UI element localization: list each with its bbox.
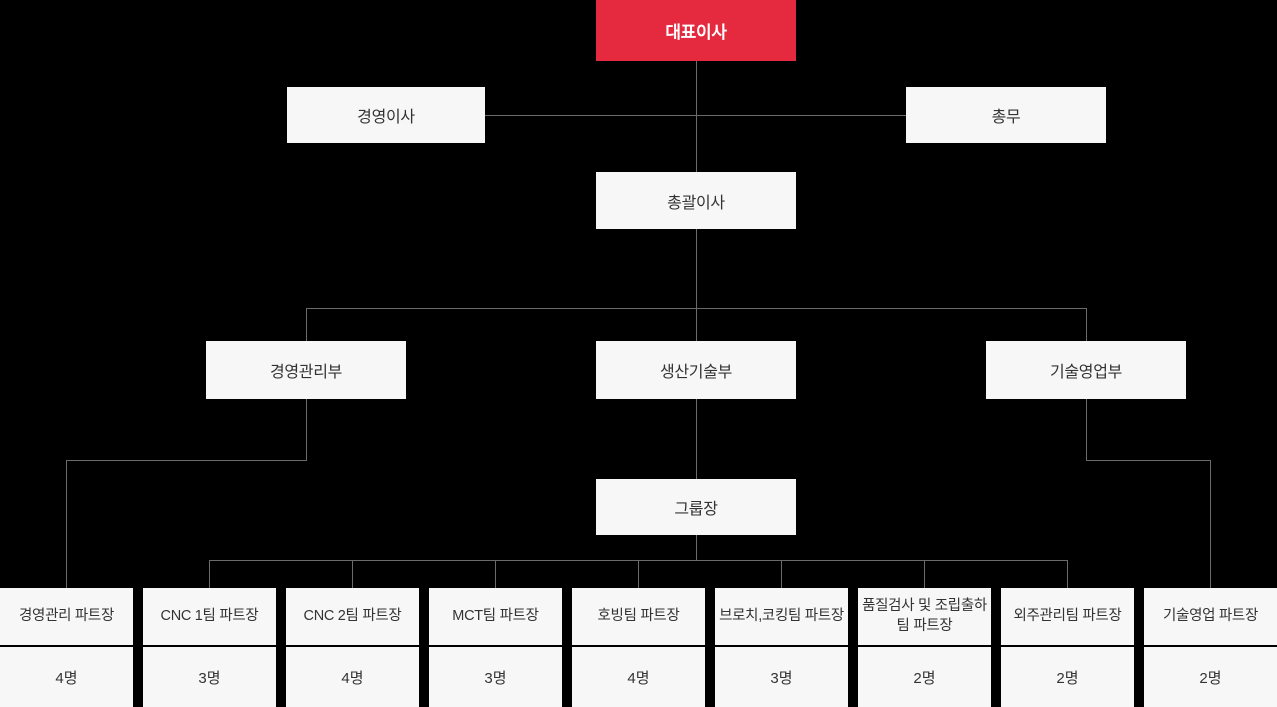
node-general-affairs: 총무 xyxy=(906,87,1106,143)
team-column-cnc1: CNC 1팀 파트장 3명 xyxy=(143,588,276,707)
team-column-cnc2: CNC 2팀 파트장 4명 xyxy=(286,588,419,707)
node-management-director: 경영이사 xyxy=(287,87,485,143)
connector-line xyxy=(781,560,782,588)
connector-line xyxy=(1086,308,1087,341)
team-column-hobbing: 호빙팀 파트장 4명 xyxy=(572,588,705,707)
team-title: 외주관리팀 파트장 xyxy=(1001,588,1134,645)
team-title: MCT팀 파트장 xyxy=(429,588,562,645)
team-count: 4명 xyxy=(0,647,133,707)
team-count: 4명 xyxy=(286,647,419,707)
connector-line xyxy=(66,460,307,461)
connector-line xyxy=(495,560,496,588)
connector-line xyxy=(696,229,697,341)
connector-line xyxy=(306,399,307,460)
team-count: 3명 xyxy=(429,647,562,707)
node-dept-production: 생산기술부 xyxy=(596,341,796,399)
connector-line xyxy=(1067,560,1068,588)
team-column-tech-sales: 기술영업 파트장 2명 xyxy=(1144,588,1277,707)
team-column-outsourcing: 외주관리팀 파트장 2명 xyxy=(1001,588,1134,707)
connector-line xyxy=(1086,460,1211,461)
connector-line xyxy=(306,308,307,341)
node-dept-management: 경영관리부 xyxy=(206,341,406,399)
team-title: CNC 2팀 파트장 xyxy=(286,588,419,645)
team-title: 품질검사 및 조립출하팀 파트장 xyxy=(858,588,991,645)
team-count: 3명 xyxy=(143,647,276,707)
node-executive-director: 총괄이사 xyxy=(596,172,796,229)
team-count: 2명 xyxy=(1001,647,1134,707)
team-title: 브로치,코킹팀 파트장 xyxy=(715,588,848,645)
connector-line xyxy=(696,399,697,479)
connector-line xyxy=(638,560,639,588)
team-title: 호빙팀 파트장 xyxy=(572,588,705,645)
connector-line xyxy=(924,560,925,588)
node-ceo: 대표이사 xyxy=(596,0,796,61)
team-count: 2명 xyxy=(1144,647,1277,707)
connector-line xyxy=(485,115,906,116)
node-group-leader: 그룹장 xyxy=(596,479,796,535)
connector-line xyxy=(209,560,210,588)
connector-line xyxy=(696,535,697,560)
connector-line xyxy=(696,61,697,172)
team-count: 4명 xyxy=(572,647,705,707)
connector-line xyxy=(1210,460,1211,588)
node-dept-tech-sales: 기술영업부 xyxy=(986,341,1186,399)
team-column-quality-shipping: 품질검사 및 조립출하팀 파트장 2명 xyxy=(858,588,991,707)
team-title: CNC 1팀 파트장 xyxy=(143,588,276,645)
team-count: 3명 xyxy=(715,647,848,707)
connector-line xyxy=(306,308,1087,309)
connector-line xyxy=(1086,399,1087,460)
team-title: 기술영업 파트장 xyxy=(1144,588,1277,645)
team-title: 경영관리 파트장 xyxy=(0,588,133,645)
team-column-management: 경영관리 파트장 4명 xyxy=(0,588,133,707)
connector-line xyxy=(352,560,353,588)
team-count: 2명 xyxy=(858,647,991,707)
connector-line xyxy=(66,460,67,588)
team-column-broach-caulking: 브로치,코킹팀 파트장 3명 xyxy=(715,588,848,707)
team-column-mct: MCT팀 파트장 3명 xyxy=(429,588,562,707)
